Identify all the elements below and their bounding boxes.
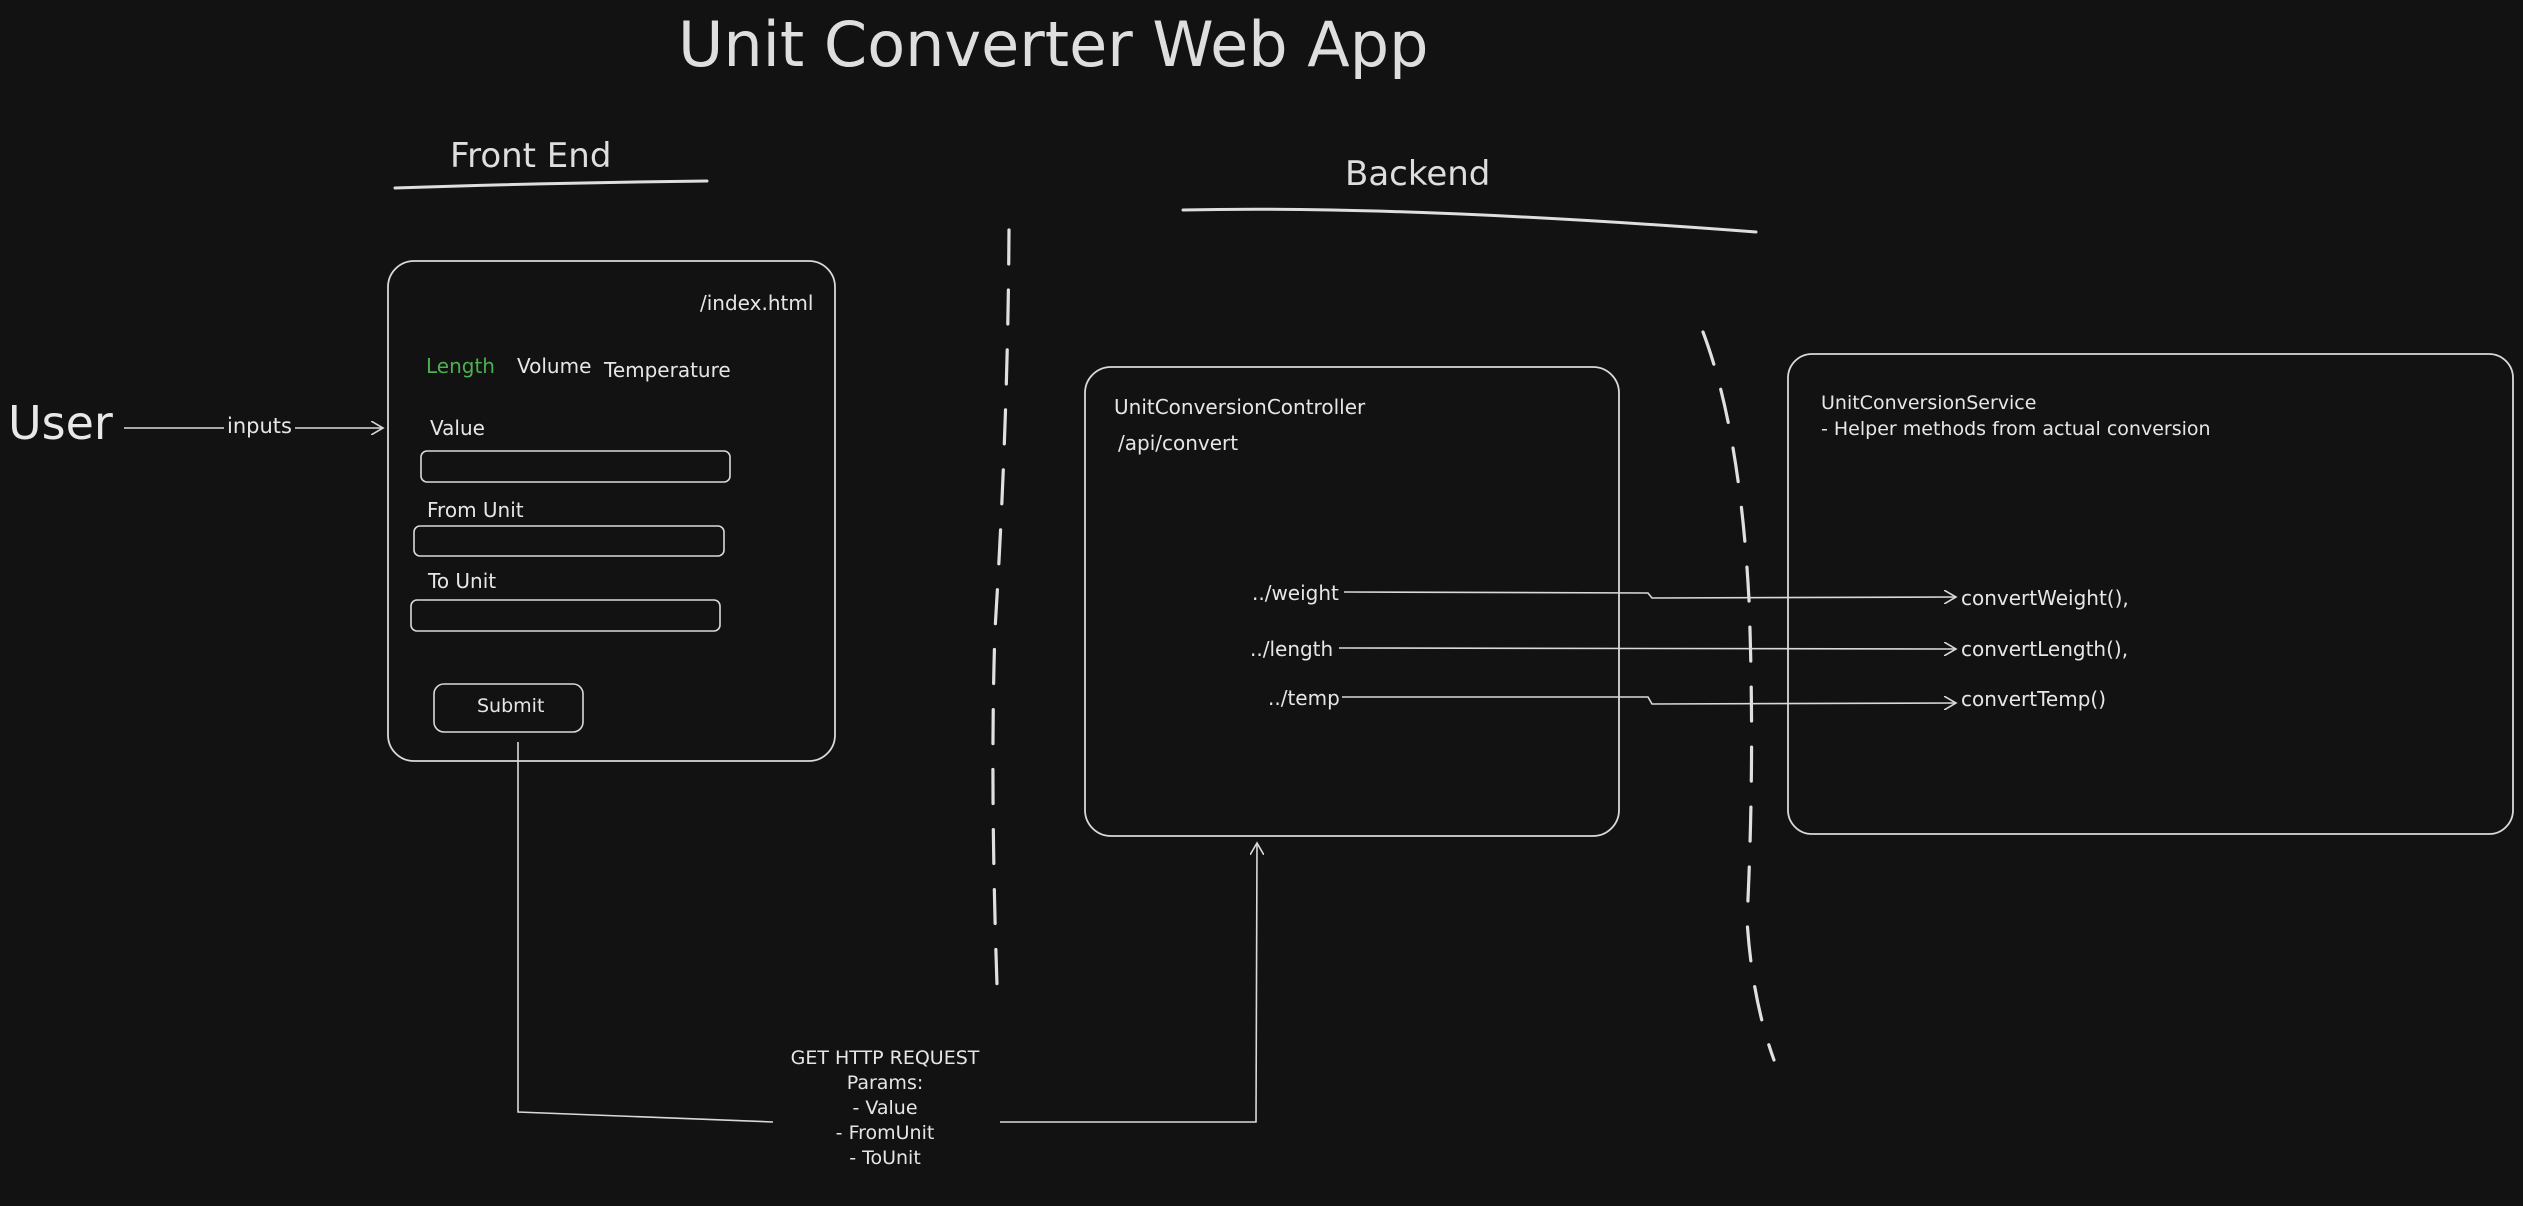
route-length: ../length — [1250, 637, 1334, 661]
request-line-right — [1000, 843, 1257, 1123]
http-request-note: GET HTTP REQUEST Params: - Value - FromU… — [755, 1046, 1015, 1171]
controller-path: /api/convert — [1118, 431, 1239, 455]
request-line-left — [517, 742, 774, 1123]
method-convert-length: convertLength(), — [1961, 637, 2129, 661]
service-panel — [1787, 353, 2514, 835]
service-description: - Helper methods from actual conversion — [1821, 418, 2211, 440]
controller-service-separator — [1701, 330, 1776, 1062]
backend-heading: Backend — [1345, 154, 1491, 194]
controller-name: UnitConversionController — [1114, 395, 1366, 419]
length-route-arrow — [1338, 648, 1956, 649]
front-end-heading: Front End — [450, 136, 612, 176]
diagram-title: Unit Converter Web App — [678, 8, 1429, 81]
tab-temperature: Temperature — [604, 358, 731, 382]
submit-button-label: Submit — [477, 695, 545, 717]
inputs-label: inputs — [224, 416, 295, 437]
front-end-underline — [393, 179, 709, 190]
weight-route-arrow — [1343, 592, 1956, 598]
page-path-label: /index.html — [700, 291, 814, 315]
user-label: User — [8, 396, 113, 450]
from-unit-input-box — [413, 525, 725, 557]
tab-length: Length — [426, 354, 495, 378]
request-param-value: - Value — [852, 1097, 918, 1119]
to-unit-input-box — [410, 599, 721, 632]
request-params-heading: Params: — [846, 1072, 924, 1094]
controller-panel — [1084, 366, 1620, 837]
request-param-from-unit: - FromUnit — [835, 1122, 935, 1144]
to-unit-field-label: To Unit — [428, 569, 497, 593]
route-weight: ../weight — [1252, 581, 1339, 605]
request-line: GET HTTP REQUEST — [790, 1047, 980, 1069]
temp-route-arrow — [1342, 697, 1956, 704]
frontend-backend-separator — [991, 228, 1011, 987]
value-input-box — [420, 450, 731, 483]
method-convert-temp: convertTemp() — [1961, 687, 2107, 711]
request-param-to-unit: - ToUnit — [849, 1147, 921, 1169]
route-temp: ../temp — [1268, 686, 1340, 710]
tab-volume: Volume — [517, 354, 592, 378]
method-convert-weight: convertWeight(), — [1961, 586, 2129, 610]
value-field-label: Value — [430, 416, 485, 440]
front-end-panel — [387, 260, 836, 762]
backend-underline — [1181, 207, 1758, 234]
submit-button-box — [433, 683, 584, 733]
service-name: UnitConversionService — [1821, 392, 2037, 414]
from-unit-field-label: From Unit — [427, 498, 524, 522]
